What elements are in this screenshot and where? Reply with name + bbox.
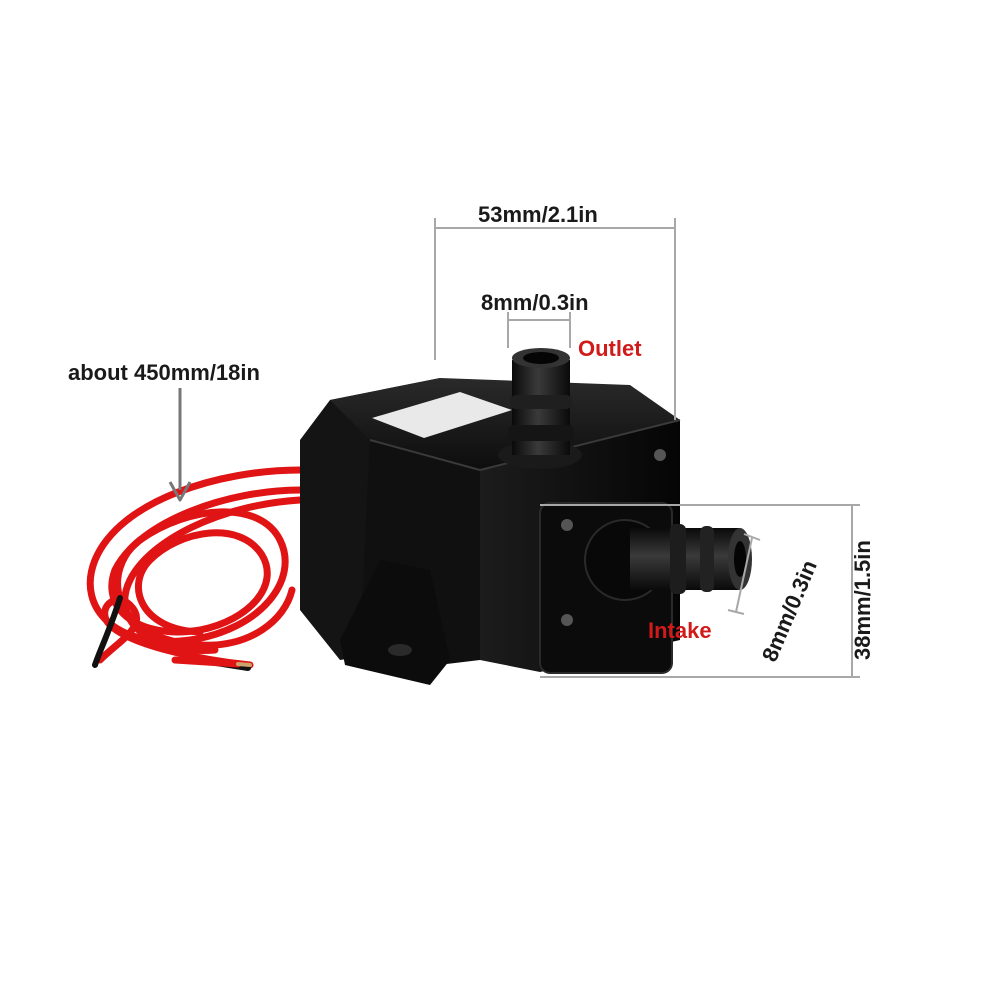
power-cable xyxy=(86,466,304,671)
cable-arrow xyxy=(168,388,192,502)
dimension-lines xyxy=(434,218,860,678)
intake-top-tick xyxy=(743,533,761,541)
intake-bottom-tick xyxy=(727,609,745,615)
width-dimension-label: 53mm/2.1in xyxy=(478,202,598,227)
outlet-diameter-label: 8mm/0.3in xyxy=(481,290,589,315)
outlet-label: Outlet xyxy=(578,336,642,361)
intake-label: Intake xyxy=(648,618,712,643)
arrow-down-icon xyxy=(168,481,192,502)
intake-nozzle xyxy=(630,524,752,594)
height-dimension-label: 38mm/1.5in xyxy=(850,540,875,660)
cable-length-label: about 450mm/18in xyxy=(68,360,260,385)
pump-body xyxy=(300,378,681,685)
intake-dimension-line xyxy=(735,537,753,613)
outlet-nozzle xyxy=(498,348,582,469)
